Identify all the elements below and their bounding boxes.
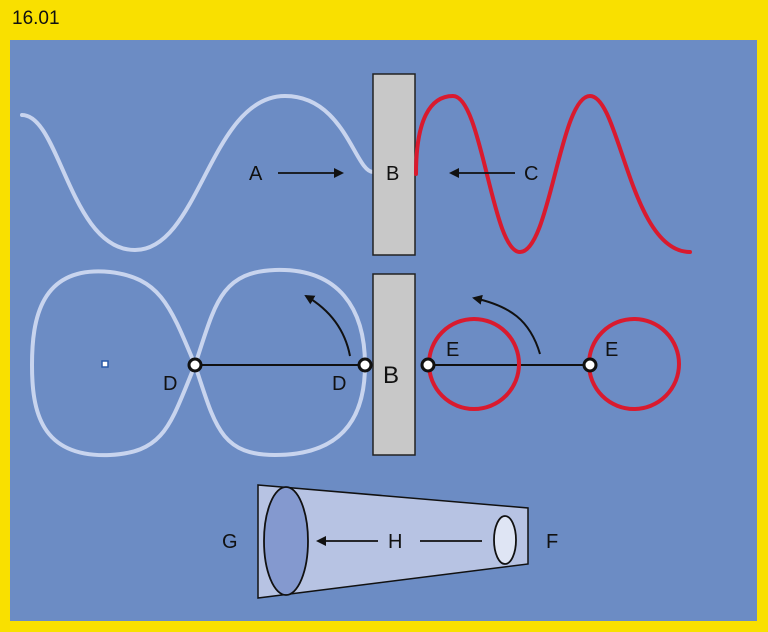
label-d-right: D [332, 373, 346, 395]
pivot-e-left [420, 357, 436, 373]
red-sine-wave [414, 93, 692, 255]
label-h: H [388, 531, 402, 553]
label-g: G [222, 531, 238, 553]
barrier-top [372, 73, 416, 256]
barrier-middle [372, 273, 416, 456]
pivot-d-right [357, 357, 373, 373]
label-d-left: D [163, 373, 177, 395]
cone-large-end [263, 486, 309, 596]
pivot-d-left [187, 357, 203, 373]
label-e-left: E [446, 339, 459, 361]
label-f: F [546, 531, 558, 553]
label-e-right: E [605, 339, 618, 361]
pivot-e-right [582, 357, 598, 373]
cone-body [257, 484, 529, 599]
rotation-arrow-right [472, 294, 541, 355]
label-b-top: B [386, 163, 399, 185]
pale-loop-left [29, 269, 198, 458]
cone-small-end [493, 515, 517, 565]
pale-loop-right [192, 267, 368, 458]
rotation-arrow-left [304, 294, 351, 357]
label-b-middle: B [383, 362, 399, 389]
label-a: A [249, 163, 263, 185]
red-circle-right [587, 317, 681, 411]
label-c: C [524, 163, 538, 185]
pale-sine-wave [20, 93, 375, 253]
center-marker [101, 360, 109, 368]
figure-number: 16.01 [12, 8, 60, 29]
